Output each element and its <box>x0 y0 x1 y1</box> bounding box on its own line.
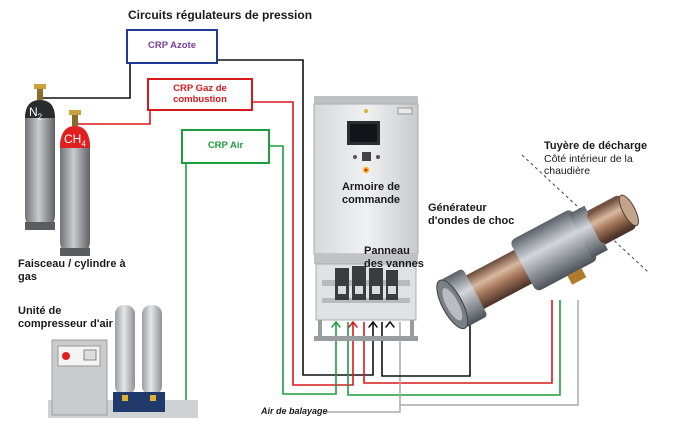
panneau-label: Panneau des vannes <box>364 245 424 270</box>
line-gas <box>75 101 553 386</box>
compressor-unit <box>48 305 198 418</box>
armoire-label: Armoire de commande <box>341 181 401 206</box>
generateur-label: Générateur d'ondes de choc <box>428 202 515 227</box>
n2-formula: N2 <box>29 105 43 122</box>
valve-arrows <box>331 320 395 328</box>
ch4-formula: CH4 <box>64 132 86 149</box>
crp-air-label: CRP Air <box>207 140 244 152</box>
tuyere-subtitle: Côté intérieur de la chaudière <box>544 153 633 178</box>
n2-cylinder <box>25 84 55 230</box>
crp-gaz-label: CRP Gaz de combustion <box>173 82 227 105</box>
crp-gaz-box: CRP Gaz de combustion <box>147 78 253 111</box>
diagram-title: Circuits régulateurs de pression <box>128 8 313 22</box>
ch4-cylinder <box>60 110 90 256</box>
crp-azote-label: CRP Azote <box>147 40 197 52</box>
faisceau-label: Faisceau / cylindre à gas <box>18 258 126 283</box>
line-n2 <box>40 59 374 376</box>
crp-air-box: CRP Air <box>181 129 270 164</box>
crp-azote-box: CRP Azote <box>126 29 218 64</box>
line-purge <box>327 300 579 413</box>
shock-wave-generator <box>436 194 639 330</box>
control-cabinet <box>313 96 419 341</box>
tuyere-title: Tuyère de décharge <box>544 140 648 152</box>
compresseur-label: Unité de compresseur d'air <box>18 305 113 330</box>
balayage-label: Air de balayage <box>261 406 328 416</box>
line-black-generator <box>381 305 471 377</box>
